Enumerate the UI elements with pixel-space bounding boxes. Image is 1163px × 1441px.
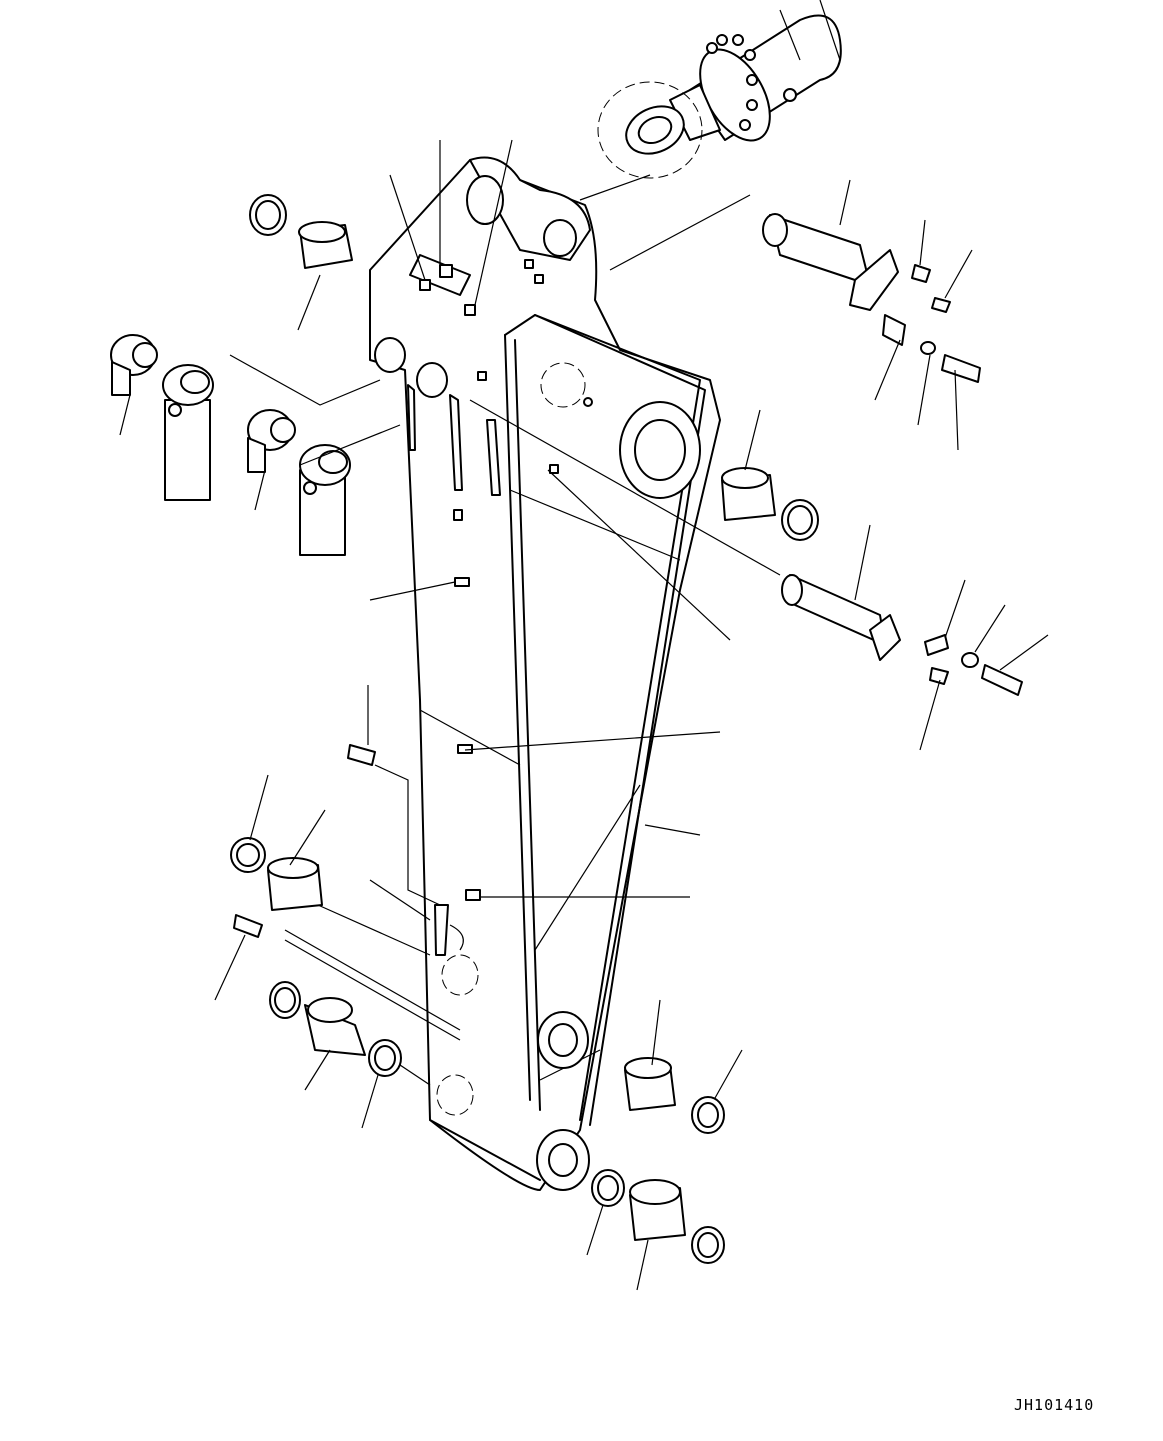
drawing-code: JH101410 xyxy=(1014,1396,1095,1414)
bucket-cylinder-ends xyxy=(110,334,351,556)
arm-cylinder xyxy=(579,0,842,201)
leader-lines xyxy=(119,139,1049,1291)
arm-body xyxy=(369,156,721,1191)
pins-hardware xyxy=(230,194,1023,1264)
